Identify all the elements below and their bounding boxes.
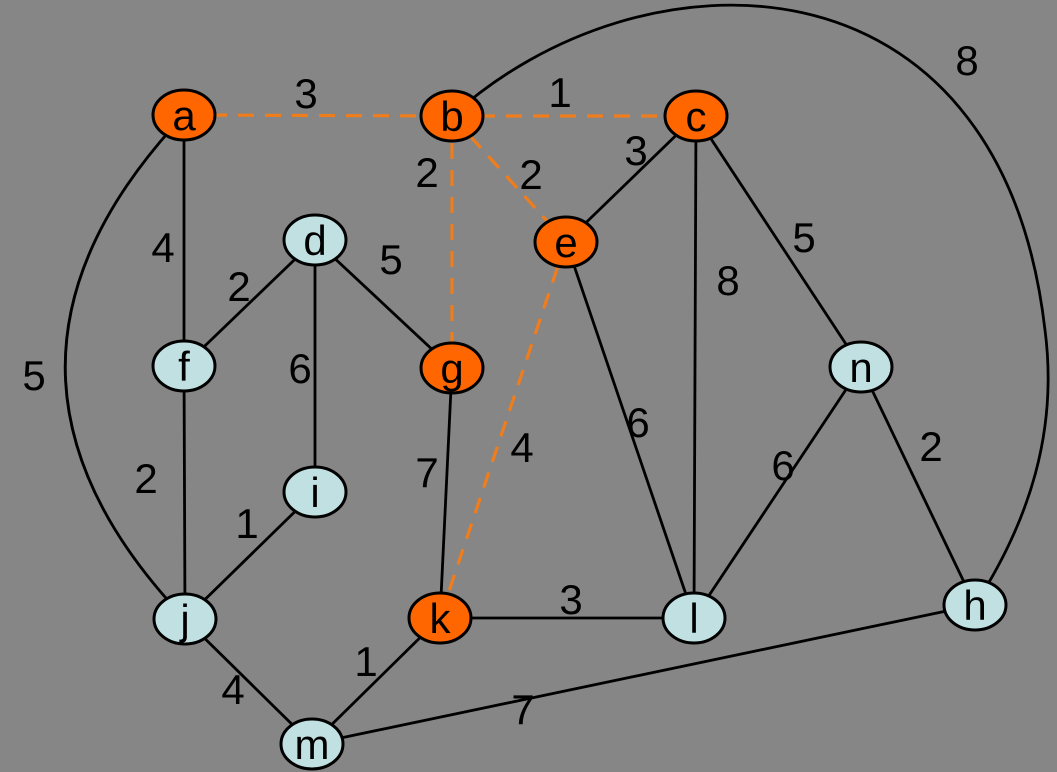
- node-m: [279, 717, 345, 771]
- node-a: [151, 88, 217, 142]
- node-label-c: c: [686, 93, 707, 140]
- edge-e-k: [438, 241, 568, 619]
- node-label-f: f: [178, 343, 190, 390]
- node-h: [942, 578, 1008, 632]
- node-label-a: a: [172, 92, 196, 139]
- edge-weight-b-e: 2: [519, 151, 542, 198]
- node-label-i: i: [310, 469, 319, 516]
- edge-c-e: [565, 114, 697, 244]
- edge-weight-k-m: 1: [354, 638, 377, 685]
- edge-n-h: [859, 366, 977, 606]
- node-label-g: g: [440, 345, 463, 392]
- edge-weight-i-j: 1: [235, 500, 258, 547]
- edge-weight-c-n: 5: [792, 214, 815, 261]
- node-label-k: k: [430, 595, 452, 642]
- edge-weight-e-k: 4: [510, 424, 533, 471]
- edge-weight-b-g: 2: [415, 149, 438, 196]
- edge-l-n: [692, 366, 863, 619]
- edge-weight-a-b: 3: [294, 70, 317, 117]
- edge-k-m: [311, 617, 441, 745]
- edge-g-k: [438, 367, 454, 619]
- edge-d-g: [314, 238, 453, 370]
- edge-weight-d-i: 6: [288, 345, 311, 392]
- edge-weight-l-n: 6: [771, 442, 794, 489]
- edge-weight-n-h: 2: [919, 423, 942, 470]
- edge-b-h: [451, 3, 1050, 606]
- node-g: [419, 341, 485, 395]
- edge-weight-b-h: 8: [955, 37, 978, 84]
- edges-layer: [63, 3, 1050, 746]
- edge-weight-c-e: 3: [624, 127, 647, 174]
- edge-weight-k-l: 3: [559, 576, 582, 623]
- edge-weight-f-j: 2: [134, 455, 157, 502]
- node-label-n: n: [849, 344, 872, 391]
- edge-weight-d-f: 2: [227, 263, 250, 310]
- node-label-e: e: [554, 219, 577, 266]
- edge-i-j: [184, 490, 316, 621]
- edge-weight-e-l: 6: [626, 399, 649, 446]
- node-k: [407, 591, 473, 645]
- node-e: [533, 215, 599, 269]
- node-label-d: d: [303, 217, 326, 264]
- edge-weight-c-l: 8: [716, 257, 739, 304]
- edge-m-h: [311, 603, 976, 746]
- edge-e-l: [564, 241, 696, 619]
- edge-f-j: [182, 365, 187, 620]
- edge-weight-d-g: 5: [379, 236, 402, 283]
- edge-c-l: [692, 115, 698, 619]
- edge-weight-a-j: 5: [22, 352, 45, 399]
- node-d: [282, 213, 348, 267]
- edge-a-b: [183, 113, 453, 118]
- node-c: [663, 89, 729, 143]
- node-label-h: h: [963, 582, 986, 629]
- edge-c-n: [694, 115, 863, 368]
- node-label-l: l: [689, 595, 698, 642]
- node-label-j: j: [178, 596, 189, 643]
- node-n: [828, 340, 894, 394]
- edge-weight-g-k: 7: [415, 449, 438, 496]
- node-i: [282, 465, 348, 519]
- edge-weight-j-m: 4: [221, 666, 244, 713]
- edge-weight-m-h: 7: [511, 686, 534, 733]
- node-j: [152, 592, 218, 646]
- nodes-layer: a b c d e f g h i j k l m n: [151, 88, 1008, 771]
- edge-weight-a-f: 4: [151, 224, 174, 271]
- node-b: [419, 89, 485, 143]
- node-l: [661, 591, 727, 645]
- node-label-b: b: [440, 93, 463, 140]
- node-f: [151, 339, 217, 393]
- edge-a-j: [63, 114, 187, 620]
- edge-weight-b-c: 1: [548, 69, 571, 116]
- edge-j-m: [184, 618, 313, 745]
- node-label-m: m: [295, 721, 330, 768]
- edge-d-f: [183, 238, 316, 368]
